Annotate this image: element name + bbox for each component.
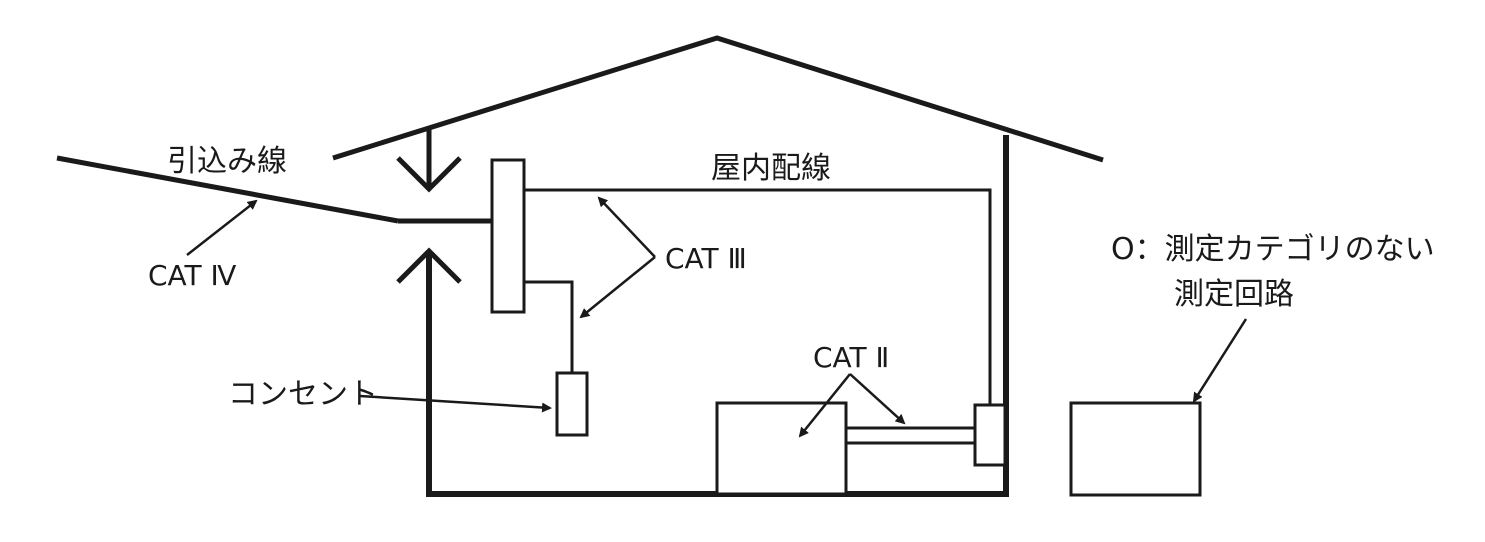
outlet-arrow: [359, 394, 552, 413]
cat3-label: CAT Ⅲ: [665, 242, 747, 275]
cat3-arrow-upper: [597, 196, 656, 258]
service-drop-line: [56, 155, 399, 224]
cat0-arrow: [1192, 318, 1248, 403]
cat3-arrow-lower: [579, 256, 656, 319]
cat2-arrow-right: [849, 373, 906, 425]
cat2-arrow-left: [798, 373, 851, 438]
isolated-circuit-box: [1069, 401, 1202, 497]
outlet-label: コンセント: [228, 377, 378, 412]
cat0-label-line1: O：測定カテゴリのない: [1111, 232, 1435, 267]
cat2-label: CAT Ⅱ: [813, 341, 889, 374]
appliance-box: [715, 401, 848, 496]
outlet-box: [555, 371, 589, 437]
outlet-branch: [524, 280, 574, 373]
distribution-panel: [490, 158, 526, 314]
indoor-wiring-label: 屋内配線: [711, 151, 831, 186]
cat4-arrow: [186, 199, 258, 256]
house-roof: [332, 35, 1104, 163]
chevron-down-icon: [396, 156, 462, 193]
service-drop-label: 引込み線: [167, 144, 287, 179]
indoor-wiring-run: [524, 188, 992, 405]
wall-outlet-box: [973, 403, 1007, 467]
cat0-label-line2: 測定回路: [1174, 277, 1294, 312]
cat4-label: CAT Ⅳ: [148, 259, 237, 292]
chevron-up-icon: [396, 247, 462, 284]
